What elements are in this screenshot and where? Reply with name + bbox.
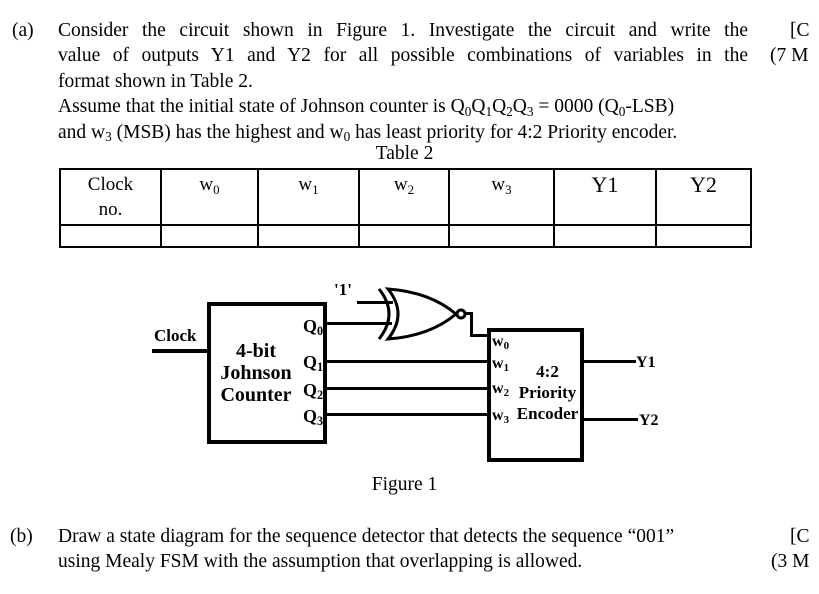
question-b-marks: (3 M — [771, 551, 810, 572]
empty-cell — [655, 224, 752, 248]
clock-wire — [152, 349, 208, 353]
w1-pin-label: w1 — [492, 355, 509, 375]
question-b-line-2: using Mealy FSM with the assumption that… — [58, 551, 583, 573]
xnor-output-wire-v — [470, 312, 473, 337]
xnor-output-wire-h2 — [470, 334, 488, 337]
empty-cell — [160, 224, 259, 248]
question-a-marker: (a) — [12, 20, 34, 41]
table-2-header-row: Clock no. w0 w1 w2 w3 Y1 Y2 — [59, 168, 752, 226]
table-2-empty-row — [59, 224, 752, 248]
question-a-line-2: value of outputs Y1 and Y2 for all possi… — [58, 45, 748, 67]
xnor-gate — [377, 287, 467, 341]
q1-pin-label: Q1 — [303, 352, 324, 375]
col-header-w1: w1 — [257, 168, 360, 226]
constant-one-wire — [357, 301, 393, 304]
empty-cell — [553, 224, 657, 248]
question-a-marks: (7 M — [770, 45, 809, 66]
constant-one-label: '1' — [334, 280, 352, 299]
table-2-title: Table 2 — [375, 143, 434, 164]
question-a-line-1: Consider the circuit shown in Figure 1. … — [58, 20, 748, 41]
q0-pin-label: Q0 — [303, 316, 324, 339]
y1-label: Y1 — [636, 354, 656, 371]
y2-label: Y2 — [639, 412, 659, 429]
question-b-co-tag: [C — [790, 526, 810, 547]
xnor-output-wire-h1 — [464, 312, 473, 315]
col-header-w3: w3 — [448, 168, 555, 226]
xnor-body — [384, 287, 459, 341]
q2-pin-label: Q2 — [303, 380, 324, 403]
col-header-y2: Y2 — [655, 168, 752, 226]
y1-wire — [583, 360, 636, 363]
w0-pin-label: w0 — [492, 333, 509, 353]
col-header-y1: Y1 — [553, 168, 657, 226]
question-b-marker: (b) — [10, 526, 33, 547]
q2-wire — [325, 387, 488, 390]
xnor-input-arc — [377, 288, 391, 340]
question-a-line-3: format shown in Table 2. — [58, 70, 253, 92]
q0-wire — [325, 322, 392, 325]
johnson-counter-box: 4-bit Johnson Counter — [207, 302, 327, 444]
q3-pin-label: Q3 — [303, 406, 324, 429]
clock-label: Clock — [154, 326, 197, 345]
col-header-w0: w0 — [160, 168, 259, 226]
table-2: Clock no. w0 w1 w2 w3 Y1 Y2 — [59, 168, 752, 248]
y2-wire — [583, 418, 638, 421]
question-a-co-tag: [C — [790, 20, 810, 41]
col-header-clock-no: Clock no. — [59, 168, 162, 226]
figure-1-caption: Figure 1 — [371, 474, 438, 495]
col-header-w2: w2 — [358, 168, 450, 226]
q3-wire — [325, 413, 488, 416]
question-a-text: Consider the circuit shown in Figure 1. … — [58, 18, 748, 145]
priority-encoder-label: 4:2 Priority Encoder — [516, 362, 579, 423]
empty-cell — [358, 224, 450, 248]
question-b-text: Draw a state diagram for the sequence de… — [58, 524, 748, 575]
priority-encoder-box: 4:2 Priority Encoder — [487, 328, 584, 462]
empty-cell — [448, 224, 555, 248]
empty-cell — [59, 224, 162, 248]
q1-wire — [325, 360, 488, 363]
empty-cell — [257, 224, 360, 248]
w3-pin-label: w3 — [492, 407, 509, 427]
w2-pin-label: w2 — [492, 380, 509, 400]
question-a-line-4: Assume that the initial state of Johnson… — [58, 96, 675, 119]
johnson-counter-label: 4-bit Johnson Counter — [220, 340, 292, 406]
question-b-line-1: Draw a state diagram for the sequence de… — [58, 526, 675, 547]
question-a-line-5: and w3 (MSB) has the highest and w0 has … — [58, 121, 678, 145]
